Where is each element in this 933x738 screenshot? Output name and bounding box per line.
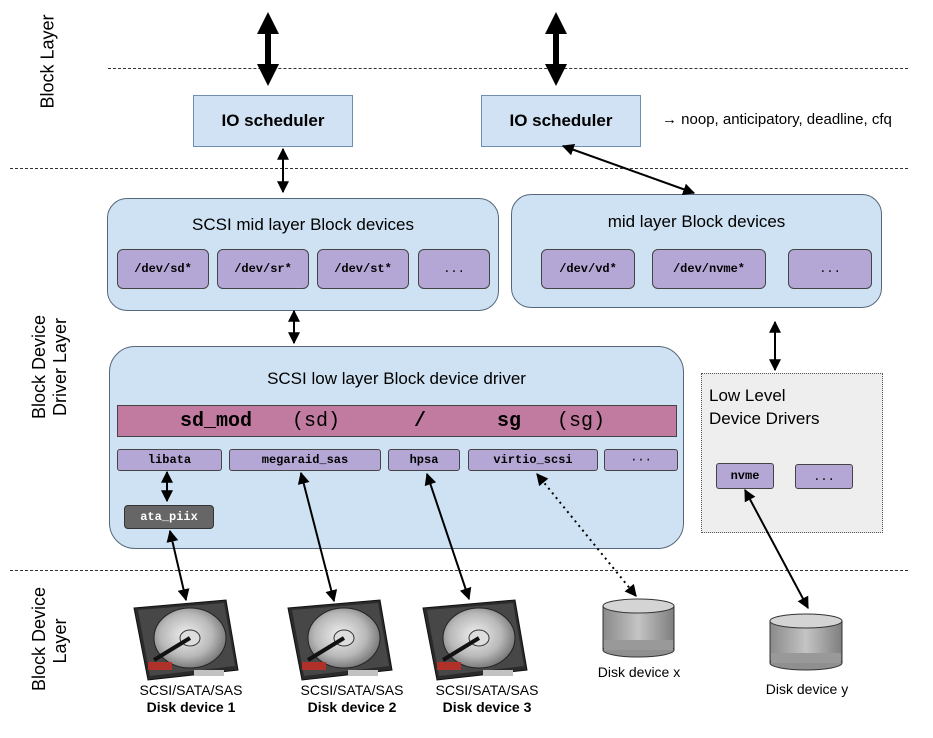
arrow-virtio-to-disk-x	[536, 473, 637, 597]
disk2-name: Disk device 2	[307, 699, 397, 715]
hard-disk-2-icon	[287, 599, 393, 681]
io-scheduler-left: IO scheduler	[193, 95, 353, 147]
low-level-title-line2: Device Drivers	[709, 409, 820, 428]
arrow-nvme-to-disk-y	[744, 488, 809, 610]
disk2-type: SCSI/SATA/SAS	[300, 682, 404, 698]
dev-sd-chip: /dev/sd*	[117, 249, 209, 289]
libata-chip: libata	[117, 449, 222, 471]
dev-vd-chip: /dev/vd*	[541, 249, 635, 289]
arrow-ata-piix-to-disk1	[166, 529, 190, 602]
megaraid-sas-chip: megaraid_sas	[229, 449, 381, 471]
mid-layer-panel: mid layer Block devices /dev/vd* /dev/nv…	[511, 194, 882, 308]
scheduler-options-note: → noop, anticipatory, deadline, cfq	[662, 111, 892, 128]
dev-sr-chip: /dev/sr*	[217, 249, 309, 289]
arrow-megaraid-to-disk2	[297, 471, 338, 603]
dev-st-chip: /dev/st*	[317, 249, 409, 289]
hard-disk-3-icon	[422, 599, 528, 681]
disk3-name: Disk device 3	[442, 699, 532, 715]
io-scheduler-right: IO scheduler	[481, 95, 641, 147]
arrow-sched-to-mid	[561, 143, 696, 196]
arrow-hpsa-to-disk3	[424, 472, 472, 601]
separator-middle	[10, 168, 908, 169]
low-level-title-line1: Low Level	[709, 386, 786, 405]
nvme-chip: nvme	[716, 463, 774, 489]
dev-more-chip: ...	[418, 249, 490, 289]
disk-x-caption: Disk device x	[597, 664, 681, 680]
more-low-drivers-chip: ...	[795, 464, 853, 489]
top-thick-arrow-left	[257, 12, 279, 86]
hpsa-chip: hpsa	[388, 449, 460, 471]
mod-separator: /	[414, 409, 427, 433]
disk-y-cylinder-icon	[769, 613, 843, 671]
sd-mod-sg-bar: sd_mod (sd) / sg (sg)	[117, 405, 677, 437]
disk3-type: SCSI/SATA/SAS	[435, 682, 539, 698]
scsi-low-layer-title: SCSI low layer Block device driver	[267, 369, 526, 388]
dev-more-chip-2: ...	[788, 249, 872, 289]
mid-layer-title: mid layer Block devices	[607, 212, 786, 231]
virtio-scsi-chip: virtio_scsi	[468, 449, 598, 471]
sg-short: (sg)	[557, 409, 606, 433]
low-level-title: Low Level Device Drivers	[709, 384, 820, 430]
sd-mod-short: (sd)	[292, 409, 341, 433]
scsi-mid-layer-title: SCSI mid layer Block devices	[191, 215, 415, 234]
scsi-mid-layer-panel: SCSI mid layer Block devices /dev/sd* /d…	[107, 198, 499, 311]
hard-disk-1-icon	[133, 599, 239, 681]
more-drivers-chip: ···	[604, 449, 678, 471]
sd-mod-name: sd_mod	[180, 409, 253, 433]
disk1-type: SCSI/SATA/SAS	[139, 682, 243, 698]
disk-y-caption: Disk device y	[765, 681, 849, 697]
dev-nvme-chip: /dev/nvme*	[652, 249, 766, 289]
separator-top	[108, 68, 908, 69]
ata-piix-chip: ata_piix	[124, 505, 214, 529]
disk-x-cylinder-icon	[602, 598, 675, 658]
disk1-name: Disk device 1	[146, 699, 236, 715]
disk2-caption: SCSI/SATA/SAS Disk device 2	[287, 682, 417, 716]
top-thick-arrow-right	[545, 12, 567, 86]
sg-name: sg	[497, 409, 522, 433]
disk3-caption: SCSI/SATA/SAS Disk device 3	[422, 682, 552, 716]
disk1-caption: SCSI/SATA/SAS Disk device 1	[126, 682, 256, 716]
